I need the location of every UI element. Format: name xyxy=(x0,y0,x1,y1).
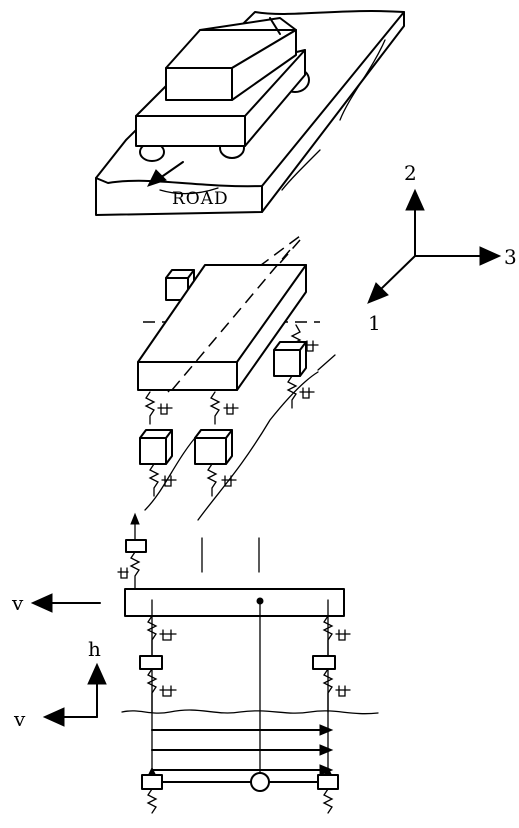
axis-2-label: 2 xyxy=(404,161,417,185)
wheelbase-dimension-lines xyxy=(152,725,332,775)
axis-2-arrowhead xyxy=(406,190,424,210)
suspension-right-stack xyxy=(313,616,350,712)
wheel-mass-rear-left xyxy=(140,430,176,496)
wheel-mass-rear-right xyxy=(274,325,318,408)
vehicle-3d-model xyxy=(138,236,335,520)
road-label: ROAD xyxy=(172,189,229,209)
ground-axes: h v xyxy=(13,637,106,731)
axis-1-label: 1 xyxy=(368,311,381,335)
pitch-model xyxy=(142,768,338,813)
height-axis-label: h xyxy=(88,637,101,661)
chassis-beam xyxy=(125,589,344,616)
horizontal-axis-label: v xyxy=(13,707,26,731)
driver-mass xyxy=(118,514,146,590)
velocity-arrow: v xyxy=(11,591,100,615)
coordinate-axes-3d: 2 3 1 xyxy=(368,161,517,335)
vehicle-side-view-model: v h v xyxy=(11,514,378,813)
suspension-left-stack xyxy=(140,616,176,712)
road-surface-profile xyxy=(122,710,378,714)
axis-3-label: 3 xyxy=(504,245,517,269)
velocity-label: v xyxy=(11,591,24,615)
car-on-road-illustration: ROAD xyxy=(96,11,404,215)
suspension-front-right xyxy=(211,392,238,424)
wheel-mass-rear-center xyxy=(195,430,236,496)
suspension-front-left xyxy=(146,392,172,424)
axis-3-arrowhead xyxy=(480,247,500,265)
